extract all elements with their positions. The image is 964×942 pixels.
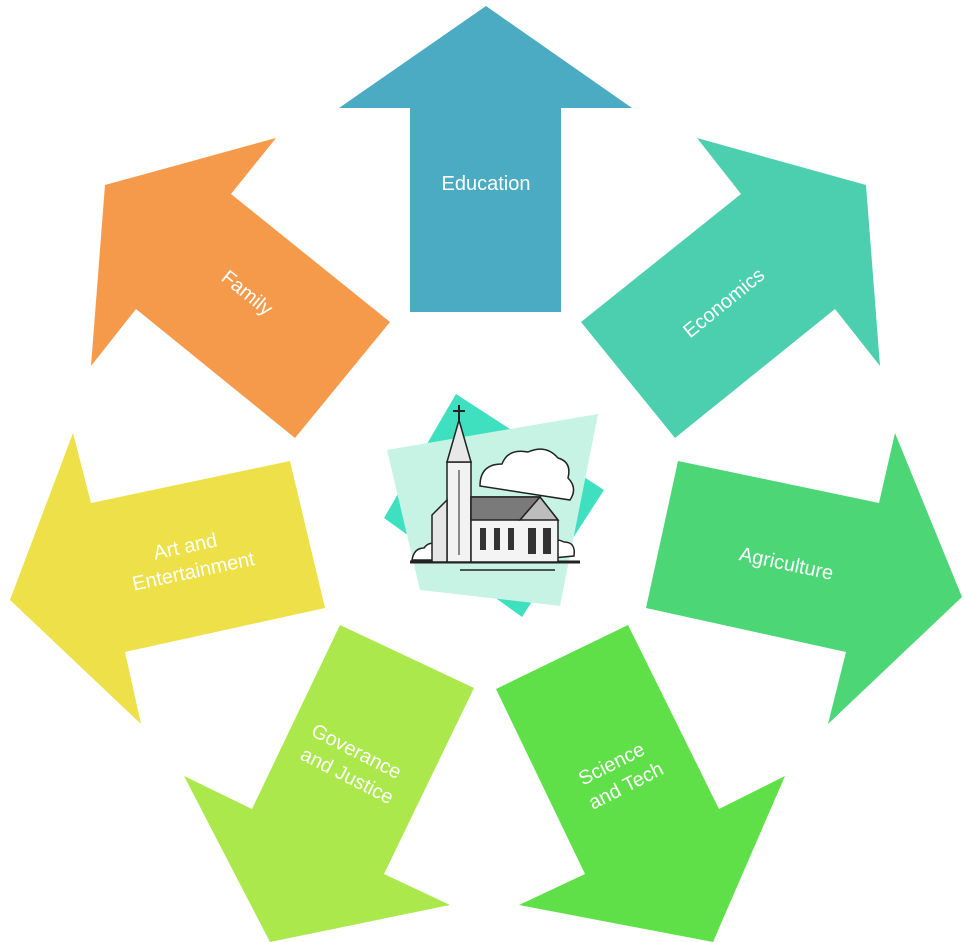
arrow-family-shape: [91, 138, 390, 438]
arrow-governance-justice-shape: [184, 625, 474, 942]
arrow-governance-justice: Goverance and Justice: [184, 625, 474, 942]
arrow-art-entertainment-shape: [10, 433, 325, 724]
arrow-education: Education: [339, 6, 632, 312]
svg-text:Education: Education: [442, 173, 531, 195]
arrow-art-entertainment: Art and Entertainment: [10, 433, 325, 724]
arrow-science-tech: Science and Tech: [496, 625, 785, 942]
arrow-agriculture-shape: [646, 433, 962, 724]
church-icon: [384, 394, 604, 617]
arrow-economics-shape: [581, 138, 880, 438]
arrow-family: Family: [91, 138, 390, 438]
arrow-education-label: Education: [442, 173, 531, 195]
arrow-economics: Economics: [581, 138, 880, 438]
arrow-education-shape: [339, 6, 632, 312]
arrow-science-tech-shape: [496, 625, 785, 942]
arrow-agriculture: Agriculture: [646, 433, 962, 724]
